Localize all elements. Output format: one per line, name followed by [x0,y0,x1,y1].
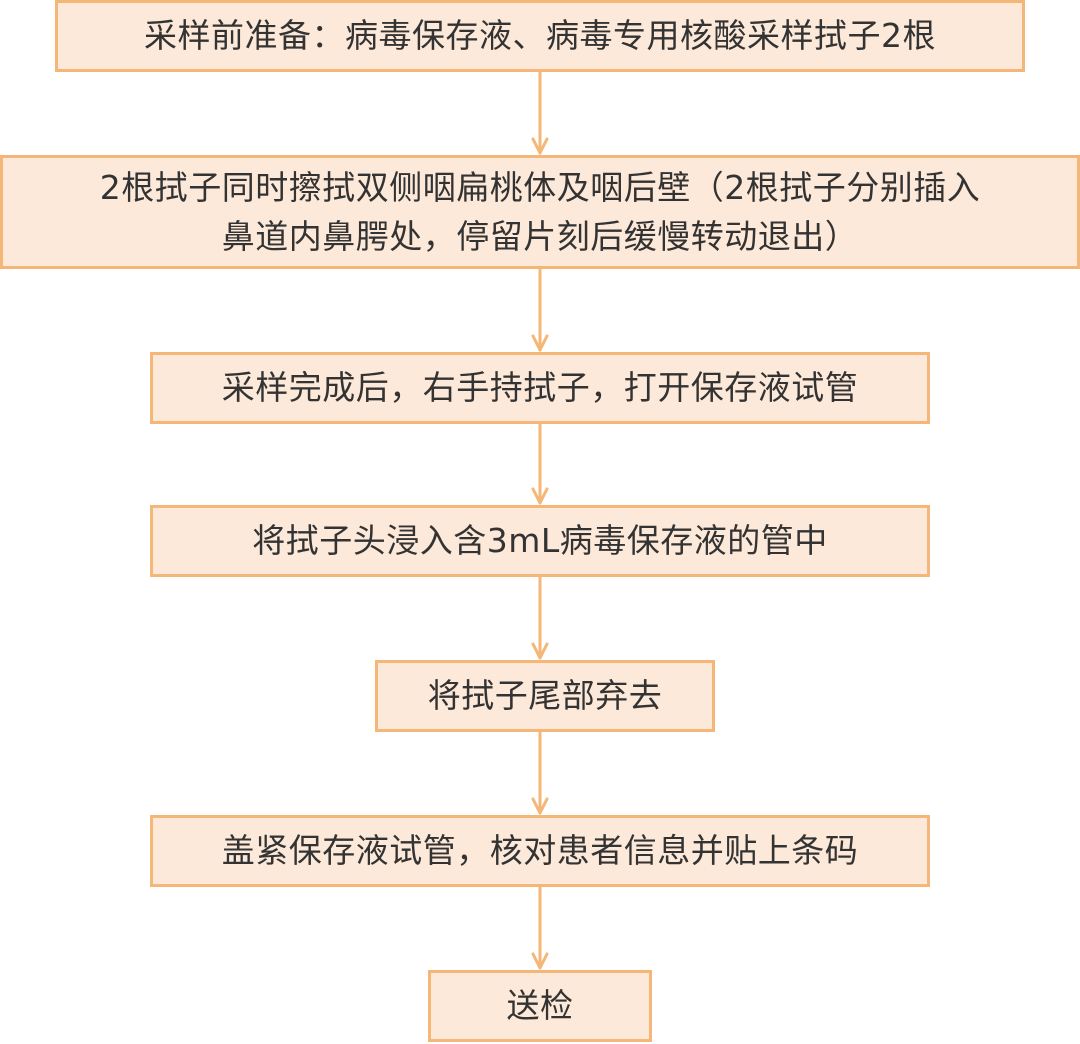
step-text-block: 2根拭子同时擦拭双侧咽扁桃体及咽后壁（2根拭子分别插入 鼻道内鼻腭处，停留片刻后… [100,163,981,262]
arrow-2-to-3 [531,267,549,352]
step-text: 采样完成后，右手持拭子，打开保存液试管 [221,368,859,408]
step-box-discard-tail: 将拭子尾部弃去 [375,660,715,732]
arrow-6-to-7 [531,885,549,970]
step-text-line: 鼻道内鼻腭处，停留片刻后缓慢转动退出） [221,217,859,256]
step-text: 采样前准备：病毒保存液、病毒专用核酸采样拭子2根 [144,16,936,56]
arrow-3-to-4 [531,422,549,505]
step-box-open-tube: 采样完成后，右手持拭子，打开保存液试管 [150,352,930,424]
step-text: 盖紧保存液试管，核对患者信息并贴上条码 [221,831,859,871]
step-box-preparation: 采样前准备：病毒保存液、病毒专用核酸采样拭子2根 [55,0,1025,72]
step-box-swab-throat: 2根拭子同时擦拭双侧咽扁桃体及咽后壁（2根拭子分别插入 鼻道内鼻腭处，停留片刻后… [0,155,1080,269]
step-box-submit: 送检 [428,970,652,1042]
arrow-5-to-6 [531,730,549,815]
step-text-line: 2根拭子同时擦拭双侧咽扁桃体及咽后壁（2根拭子分别插入 [99,167,981,207]
step-box-immerse-swab: 将拭子头浸入含3mL病毒保存液的管中 [150,505,930,577]
step-box-seal-and-label: 盖紧保存液试管，核对患者信息并贴上条码 [150,815,930,887]
arrow-1-to-2 [531,70,549,155]
arrow-4-to-5 [531,575,549,660]
step-text: 将拭子头浸入含3mL病毒保存液的管中 [252,521,828,561]
step-text: 将拭子尾部弃去 [427,676,663,716]
step-text: 送检 [506,986,574,1026]
